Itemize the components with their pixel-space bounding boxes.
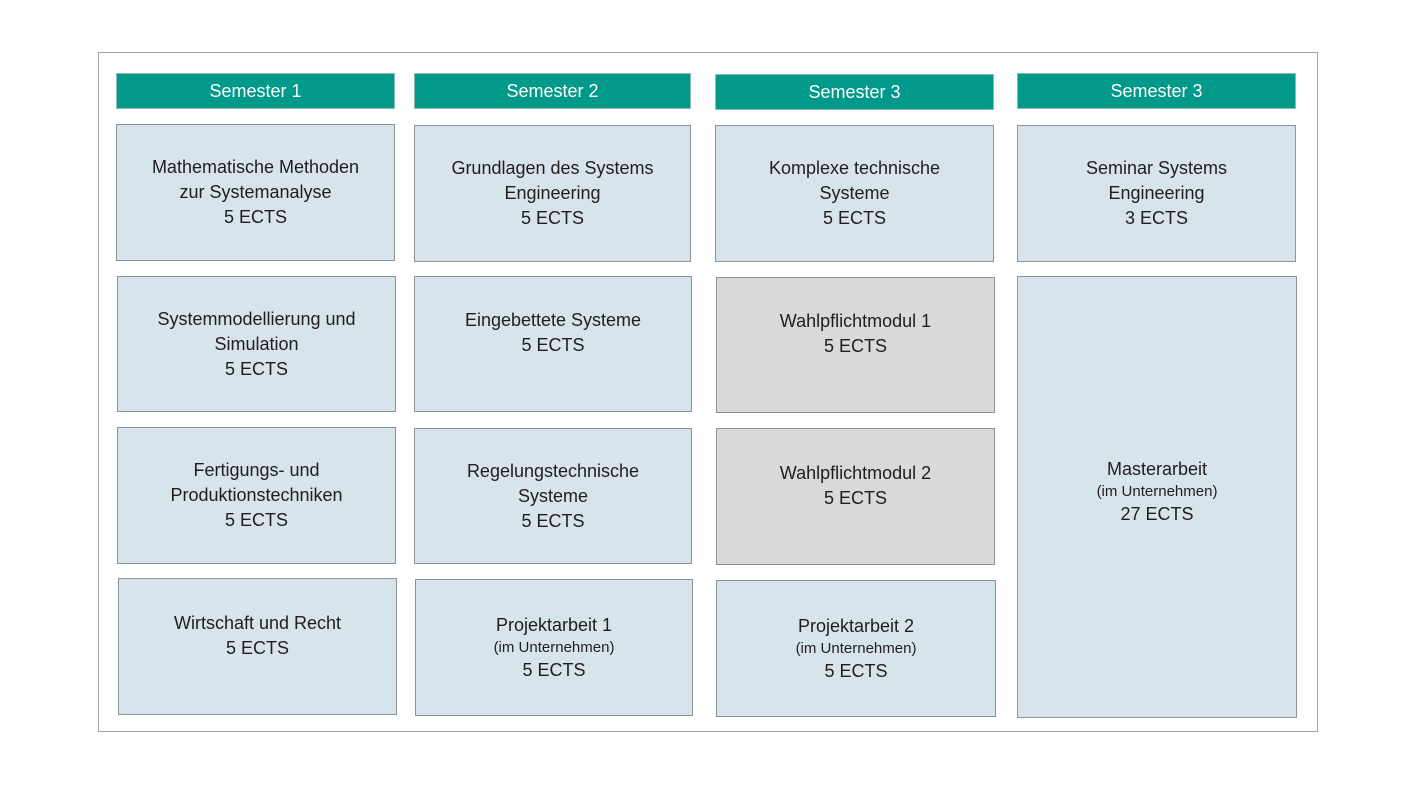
elective-module-box: Wahlpflichtmodul 1 5 ECTS [716,277,995,413]
module-ects: 5 ECTS [822,208,886,228]
module-title: Projektarbeit 1 [495,614,613,635]
module-title: Seminar Systems Engineering [1085,158,1228,203]
semester-3b-header: Semester 3 [1017,73,1296,109]
module-ects: 5 ECTS [824,660,888,681]
module-ects: 5 ECTS [225,637,290,658]
module-ects: 5 ECTS [520,208,584,228]
module-title: Masterarbeit [1106,459,1208,479]
module-title: Eingebettete Systeme [464,310,642,330]
module-box: Mathematische Methoden zur Systemanalyse… [116,124,395,261]
module-title: Grundlagen des Systems Engineering [451,158,654,203]
module-title: Wahlpflichtmodul 1 [779,311,932,331]
module-note: (im Unternehmen) [493,638,615,656]
module-ects: 5 ECTS [224,358,288,379]
module-ects: 5 ECTS [823,487,888,508]
module-note: (im Unternehmen) [1096,483,1218,500]
module-note: (im Unternehmen) [795,639,917,657]
module-title: Regelungstechnische Systeme [466,460,640,506]
module-ects: 5 ECTS [223,207,288,227]
module-ects: 27 ECTS [1120,504,1194,524]
module-title: Projektarbeit 2 [797,615,915,636]
module-title: Fertigungs- und Produktionstechniken [170,460,343,505]
module-box: Projektarbeit 1 (im Unternehmen) 5 ECTS [415,579,693,716]
module-box: Fertigungs- und Produktionstechniken 5 E… [117,427,396,564]
module-box: Projektarbeit 2 (im Unternehmen) 5 ECTS [716,580,996,717]
module-ects: 5 ECTS [823,336,888,356]
module-title: Systemmodellierung und Simulation [157,308,356,354]
module-box: Eingebettete Systeme 5 ECTS [414,276,692,412]
module-box: Wirtschaft und Recht 5 ECTS [118,578,397,715]
module-box: Seminar Systems Engineering 3 ECTS [1017,125,1296,262]
elective-module-box: Wahlpflichtmodul 2 5 ECTS [716,428,995,565]
module-ects: 5 ECTS [522,659,586,680]
module-title: Komplexe technische Systeme [768,158,941,203]
module-title: Wahlpflichtmodul 2 [779,462,932,483]
semester-1-header: Semester 1 [116,73,395,109]
module-box: Regelungstechnische Systeme 5 ECTS [414,428,692,564]
module-box: Komplexe technische Systeme 5 ECTS [715,125,994,262]
module-box: Grundlagen des Systems Engineering 5 ECT… [414,125,691,262]
module-title: Mathematische Methoden zur Systemanalyse [151,157,360,202]
module-title: Wirtschaft und Recht [173,612,342,633]
module-box: Systemmodellierung und Simulation 5 ECTS [117,276,396,412]
module-ects: 5 ECTS [521,335,585,355]
module-ects: 5 ECTS [224,510,288,530]
module-ects: 3 ECTS [1124,208,1188,228]
thesis-module-box: Masterarbeit (im Unternehmen) 27 ECTS [1017,276,1297,718]
module-ects: 5 ECTS [521,510,585,531]
semester-2-header: Semester 2 [414,73,691,109]
semester-3-header: Semester 3 [715,74,994,110]
